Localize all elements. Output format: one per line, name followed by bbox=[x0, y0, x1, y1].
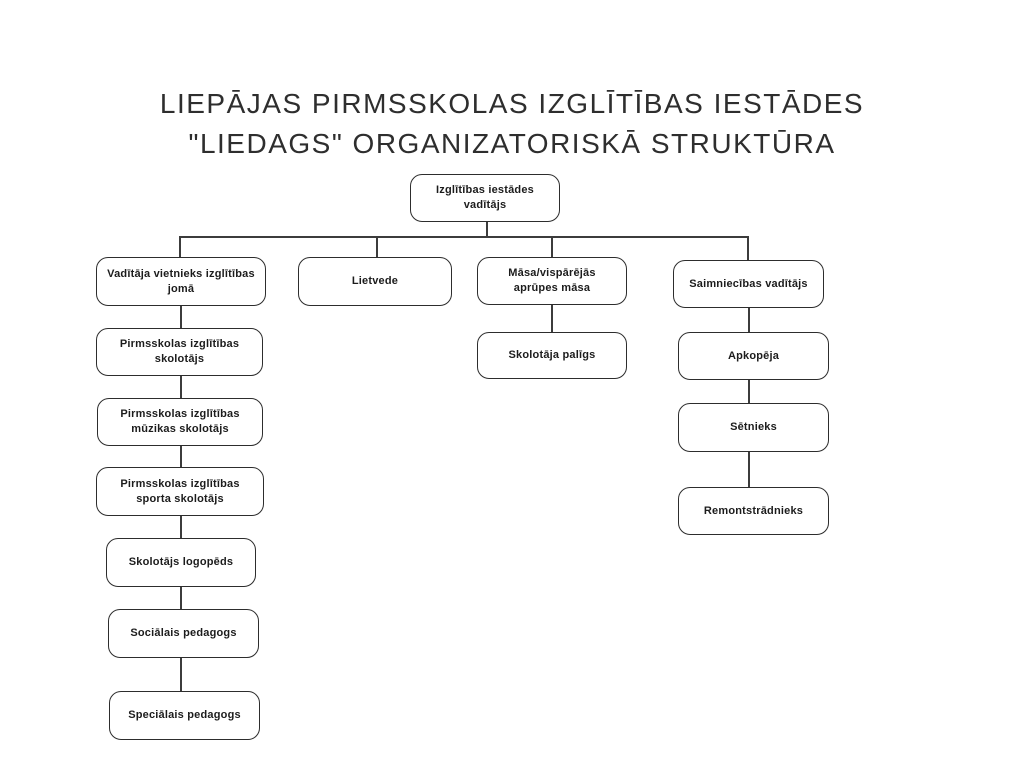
connector-deputy-5 bbox=[180, 587, 182, 609]
node-repair-worker: Remontstrādnieks bbox=[678, 487, 829, 535]
node-deputy-head-education: Vadītāja vietnieks izglītības jomā bbox=[96, 257, 266, 306]
connector-drop-nurse bbox=[551, 236, 553, 257]
node-institution-head: Izglītības iestādes vadītājs bbox=[410, 174, 560, 222]
node-nurse: Māsa/vispārējās aprūpes māsa bbox=[477, 257, 627, 305]
connector-drop-facilities bbox=[747, 236, 749, 260]
node-sports-teacher: Pirmsskolas izglītības sporta skolotājs bbox=[96, 467, 264, 516]
connector-deputy-3 bbox=[180, 446, 182, 467]
connector-deputy-1 bbox=[180, 306, 182, 328]
connector-deputy-6 bbox=[180, 658, 182, 691]
connector-nurse-1 bbox=[551, 305, 553, 332]
node-speech-therapist: Skolotājs logopēds bbox=[106, 538, 256, 587]
page-title-line2: "LIEDAGS" ORGANIZATORISKĀ STRUKTŪRA bbox=[188, 128, 836, 159]
connector-drop-deputy bbox=[179, 236, 181, 257]
connector-root-stem bbox=[486, 222, 488, 236]
node-facilities-manager: Saimniecības vadītājs bbox=[673, 260, 824, 308]
node-special-pedagogue: Speciālais pedagogs bbox=[109, 691, 260, 740]
connector-drop-clerk bbox=[376, 236, 378, 257]
connector-deputy-2 bbox=[180, 376, 182, 398]
connector-level2-horizontal bbox=[179, 236, 748, 238]
connector-facilities-2 bbox=[748, 380, 750, 403]
node-music-teacher: Pirmsskolas izglītības mūzikas skolotājs bbox=[97, 398, 263, 446]
connector-facilities-3 bbox=[748, 452, 750, 487]
node-teacher-assistant: Skolotāja palīgs bbox=[477, 332, 627, 379]
node-preschool-teacher: Pirmsskolas izglītības skolotājs bbox=[96, 328, 263, 376]
node-clerk: Lietvede bbox=[298, 257, 452, 306]
page-title: LIEPĀJAS PIRMSSKOLAS IZGLĪTĪBAS IESTĀDES… bbox=[0, 84, 1024, 164]
node-yard-keeper: Sētnieks bbox=[678, 403, 829, 452]
node-cleaner: Apkopēja bbox=[678, 332, 829, 380]
node-social-pedagogue: Sociālais pedagogs bbox=[108, 609, 259, 658]
page-title-line1: LIEPĀJAS PIRMSSKOLAS IZGLĪTĪBAS IESTĀDES bbox=[159, 88, 865, 119]
connector-facilities-1 bbox=[748, 308, 750, 332]
connector-deputy-4 bbox=[180, 516, 182, 538]
